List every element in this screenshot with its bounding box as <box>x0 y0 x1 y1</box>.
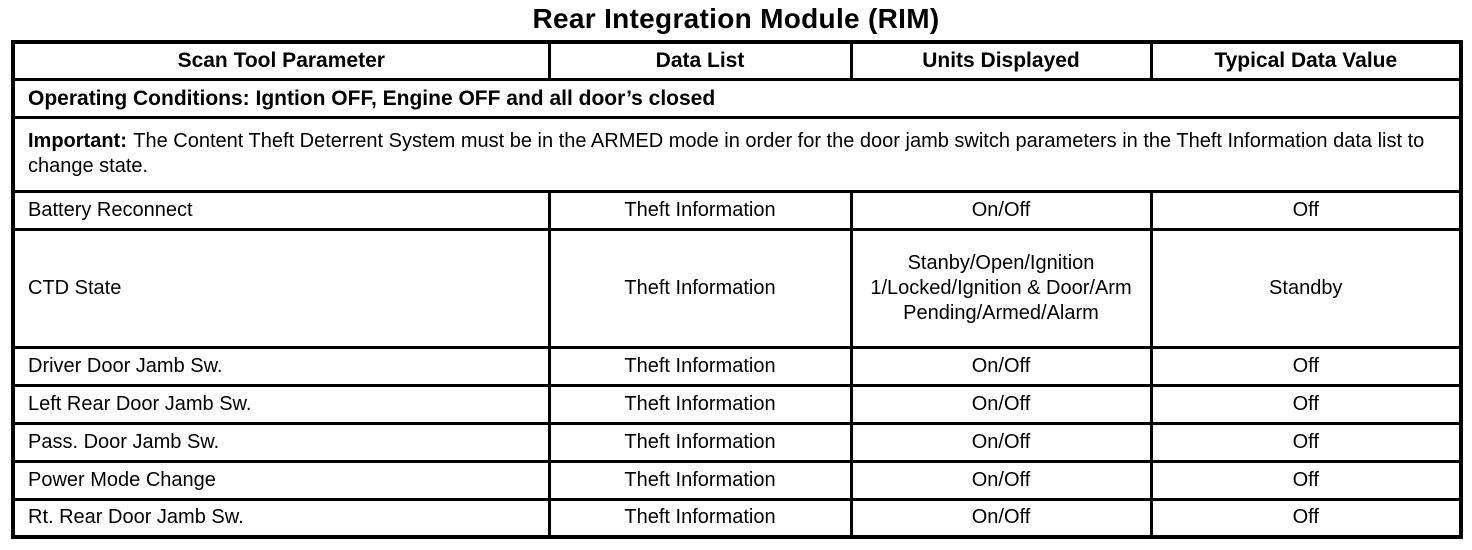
table-row: CTD State Theft Information Stanby/Open/… <box>11 227 1463 349</box>
table-row: Driver Door Jamb Sw. Theft Information O… <box>11 345 1463 387</box>
important-text: The Content Theft Deterrent System must … <box>28 130 1425 177</box>
table-row: Rt. Rear Door Jamb Sw. Theft Information… <box>11 497 1463 539</box>
table-row: Pass. Door Jamb Sw. Theft Information On… <box>11 421 1463 463</box>
operating-conditions-text: Operating Conditions: Igntion OFF, Engin… <box>11 77 1463 119</box>
data-list-cell: Theft Information <box>547 227 853 349</box>
column-header-typical-value: Typical Data Value <box>1149 40 1463 81</box>
typical-value-cell: Off <box>1149 345 1463 387</box>
typical-value-cell: Standby <box>1149 227 1463 349</box>
units-cell: On/Off <box>849 421 1153 463</box>
param-cell: Battery Reconnect <box>11 189 551 231</box>
units-cell: On/Off <box>849 383 1153 425</box>
typical-value-cell: Off <box>1149 497 1463 539</box>
typical-value-cell: Off <box>1149 421 1463 463</box>
param-cell: Rt. Rear Door Jamb Sw. <box>11 497 551 539</box>
param-cell: Driver Door Jamb Sw. <box>11 345 551 387</box>
important-label: Important: <box>28 130 127 152</box>
units-cell: On/Off <box>849 497 1153 539</box>
data-list-cell: Theft Information <box>547 421 853 463</box>
data-list-cell: Theft Information <box>547 189 853 231</box>
units-cell: On/Off <box>849 189 1153 231</box>
typical-value-cell: Off <box>1149 383 1463 425</box>
typical-value-cell: Off <box>1149 189 1463 231</box>
units-cell: Stanby/Open/Ignition 1/Locked/Ignition &… <box>849 227 1153 349</box>
units-cell: On/Off <box>849 459 1153 501</box>
typical-value-cell: Off <box>1149 459 1463 501</box>
table-row: Left Rear Door Jamb Sw. Theft Informatio… <box>11 383 1463 425</box>
column-header-units: Units Displayed <box>849 40 1153 81</box>
header-row: Scan Tool Parameter Data List Units Disp… <box>11 40 1463 81</box>
param-cell: Pass. Door Jamb Sw. <box>11 421 551 463</box>
rim-scan-tool-table: Scan Tool Parameter Data List Units Disp… <box>11 40 1463 539</box>
data-list-cell: Theft Information <box>547 345 853 387</box>
column-header-data-list: Data List <box>547 40 853 81</box>
operating-conditions-row: Operating Conditions: Igntion OFF, Engin… <box>11 77 1463 119</box>
units-cell: On/Off <box>849 345 1153 387</box>
data-list-cell: Theft Information <box>547 383 853 425</box>
param-cell: CTD State <box>11 227 551 349</box>
table-row: Battery Reconnect Theft Information On/O… <box>11 189 1463 231</box>
table-row: Power Mode Change Theft Information On/O… <box>11 459 1463 501</box>
column-header-parameter: Scan Tool Parameter <box>11 40 551 81</box>
data-list-cell: Theft Information <box>547 459 853 501</box>
data-list-cell: Theft Information <box>547 497 853 539</box>
param-cell: Power Mode Change <box>11 459 551 501</box>
important-note-cell: Important:The Content Theft Deterrent Sy… <box>11 115 1463 193</box>
important-note-row: Important:The Content Theft Deterrent Sy… <box>11 115 1463 193</box>
param-cell: Left Rear Door Jamb Sw. <box>11 383 551 425</box>
page-title: Rear Integration Module (RIM) <box>532 3 940 34</box>
